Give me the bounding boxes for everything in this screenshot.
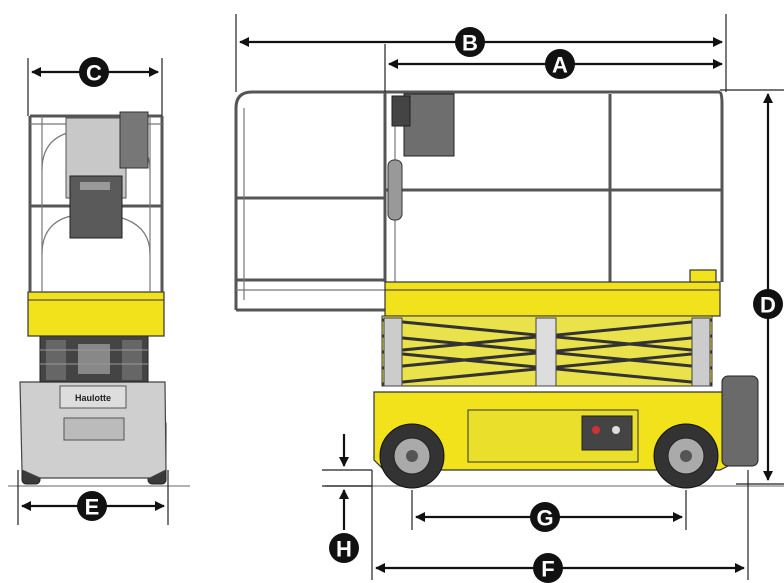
badge-d-label: D — [760, 293, 776, 318]
front-scissor-stack — [39, 335, 149, 383]
badge-c: C — [79, 57, 109, 87]
front-chassis-panel — [63, 417, 125, 441]
badge-g-label: G — [536, 506, 553, 531]
badge-a-label: A — [552, 53, 568, 78]
front-view: Haulotte — [8, 111, 190, 487]
side-view — [234, 90, 784, 489]
extension-guardrail — [234, 90, 385, 312]
badge-h-label: H — [336, 537, 352, 562]
side-control-box — [387, 93, 455, 221]
side-platform-deck — [384, 281, 721, 317]
front-logo-plate — [59, 385, 127, 409]
badge-e: E — [77, 491, 107, 521]
badge-b-label: B — [462, 31, 478, 56]
badge-d: D — [753, 289, 783, 319]
front-logo: Haulotte — [75, 393, 111, 403]
badge-h: H — [329, 533, 359, 563]
side-deck-step — [689, 269, 717, 283]
badge-g: G — [530, 502, 560, 532]
side-battery-box — [721, 375, 759, 467]
main-guardrail — [383, 90, 724, 282]
badge-f-label: F — [541, 557, 554, 582]
badge-a: A — [545, 49, 575, 79]
side-chassis — [373, 375, 759, 471]
front-platform-deck — [27, 291, 165, 337]
badge-c-label: C — [86, 61, 102, 86]
front-side-box — [119, 111, 149, 169]
side-scissor-stack — [381, 315, 713, 387]
side-wheel-rear — [653, 423, 719, 489]
ground-control-panel — [581, 415, 633, 451]
badge-f: F — [533, 553, 563, 583]
side-wheel-front — [379, 423, 445, 489]
badge-e-label: E — [85, 495, 100, 520]
badge-b: B — [455, 27, 485, 57]
